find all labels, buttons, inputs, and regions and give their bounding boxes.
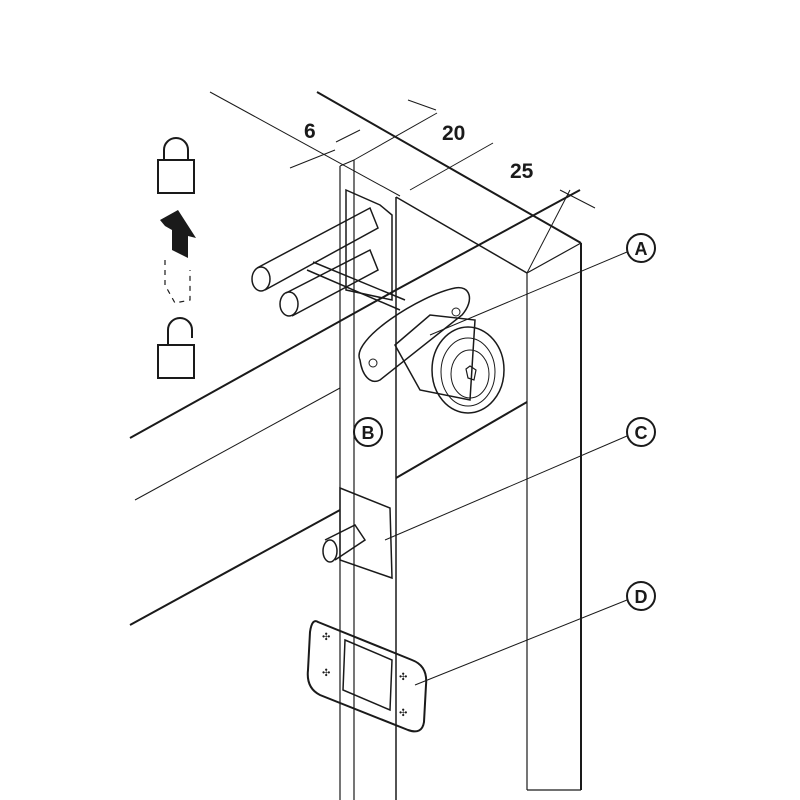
svg-text:✣: ✣ [322, 632, 330, 643]
dimension-6: 6 [304, 120, 316, 143]
svg-text:✣: ✣ [322, 668, 330, 679]
callout-b-label: B [362, 423, 375, 443]
callout-d: D [626, 581, 656, 611]
svg-text:✣: ✣ [399, 708, 407, 719]
callout-d-label: D [635, 587, 648, 607]
striker-catch [322, 486, 393, 580]
svg-text:✣: ✣ [399, 672, 407, 683]
callout-c: C [626, 417, 656, 447]
dimension-25: 25 [510, 160, 534, 183]
dimension-20: 20 [442, 122, 465, 145]
rotate-arrow-icon [160, 210, 196, 304]
cylinder-lock [358, 286, 505, 414]
locking-bolts [251, 206, 406, 317]
callout-c-label: C [635, 423, 648, 443]
cabinet-outline [129, 91, 582, 800]
callout-b: B [353, 417, 383, 447]
lock-closed-icon [157, 137, 195, 194]
dimension-lines [289, 99, 596, 274]
strike-plate: ✣ ✣ ✣ ✣ [306, 620, 428, 733]
leader-lines [384, 251, 628, 686]
callout-a: A [626, 233, 656, 263]
callout-a-label: A [635, 239, 648, 259]
lock-open-icon [157, 317, 195, 379]
